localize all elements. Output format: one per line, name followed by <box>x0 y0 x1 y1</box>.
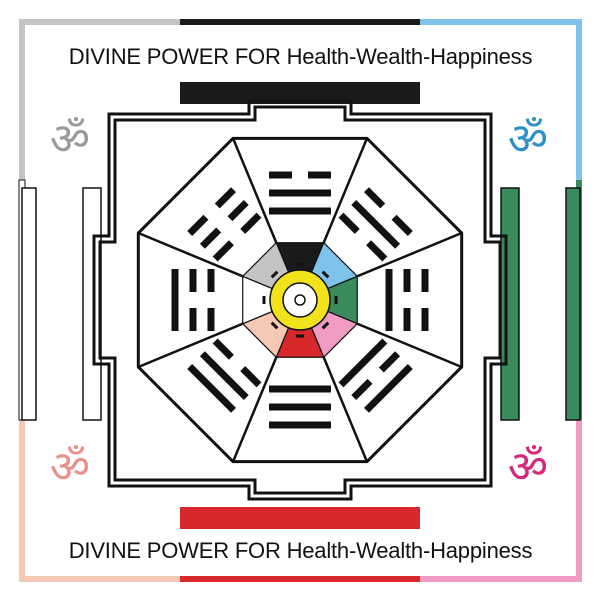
trigram-line-solid <box>269 189 331 197</box>
gate-bar-left-outer <box>21 187 37 421</box>
trigram-line-broken <box>421 269 429 292</box>
hub-mark <box>270 321 279 330</box>
sector-divider <box>137 317 257 369</box>
gate-bar-bottom <box>180 507 420 529</box>
trigram-line-broken <box>308 171 331 179</box>
trigram-line-broken <box>391 214 413 237</box>
trigram-line-broken <box>421 308 429 331</box>
gate-bar-right-outer <box>565 187 581 421</box>
trigram-line-solid <box>269 421 331 429</box>
trigram-top-right <box>338 187 413 262</box>
frame-top <box>180 19 420 25</box>
trigram-group <box>171 171 429 429</box>
sector-divider <box>231 343 283 463</box>
sector-divider <box>231 137 283 257</box>
trigram-bottom-left <box>187 338 262 413</box>
outer-gated-square <box>92 99 508 501</box>
gate-bar-left-inner <box>82 187 102 421</box>
gate-bar-right-inner <box>500 187 520 421</box>
inner-color-octagon <box>241 241 359 359</box>
trigram-line-broken <box>187 214 209 237</box>
hub-mark <box>321 321 330 330</box>
hub-mark <box>334 296 338 304</box>
caption-bottom: DIVINE POWER FOR Health-Wealth-Happiness <box>68 538 533 563</box>
om-symbol-icon-top-right: ॐ <box>507 114 549 165</box>
trigram-line-broken <box>351 378 373 401</box>
center-hub <box>269 269 331 331</box>
trigram-line-solid <box>269 207 331 215</box>
trigram-line-broken <box>189 269 197 292</box>
hub-mark <box>262 296 266 304</box>
hub-mark <box>321 270 330 279</box>
gate-bar-top <box>180 82 420 104</box>
trigram-line-broken <box>207 308 215 331</box>
hub-mark <box>296 262 304 266</box>
gate-bars <box>21 82 581 529</box>
center-dot <box>294 294 306 306</box>
trigram-line-solid <box>199 351 249 401</box>
om-symbol-icon-bottom-right: ॐ <box>507 442 549 493</box>
om-symbol-icon-bottom-left: ॐ <box>49 442 91 493</box>
sector-divider <box>343 317 463 369</box>
hub-mark <box>296 334 304 338</box>
trigram-line-broken <box>403 308 411 331</box>
trigram-bottom <box>269 385 331 429</box>
trigram-top <box>269 171 331 215</box>
trigram-line-broken <box>189 308 197 331</box>
caption-top: DIVINE POWER FOR Health-Wealth-Happiness <box>68 44 533 69</box>
trigram-line-solid <box>338 338 388 388</box>
om-symbol-icon-top-left: ॐ <box>49 114 91 165</box>
sector-divider <box>343 231 463 283</box>
trigram-line-broken <box>240 212 262 234</box>
trigram-line-broken <box>403 269 411 292</box>
sector-divider <box>317 343 369 463</box>
trigram-line-solid <box>351 199 401 249</box>
sector-divider <box>317 137 369 257</box>
trigram-line-broken <box>269 171 292 179</box>
trigram-line-broken <box>227 199 249 222</box>
trigram-line-solid <box>171 269 179 331</box>
hub-mark <box>270 270 279 279</box>
trigram-line-broken <box>214 187 237 209</box>
trigram-line-broken <box>199 227 222 249</box>
trigram-line-broken <box>240 366 262 388</box>
trigram-line-solid <box>187 363 237 413</box>
trigram-line-broken <box>212 240 234 262</box>
trigram-line-broken <box>207 269 215 292</box>
sector-divider <box>137 231 257 283</box>
trigram-right <box>385 269 429 331</box>
trigram-line-broken <box>366 240 388 262</box>
trigram-line-solid <box>269 403 331 411</box>
trigram-line-broken <box>338 212 360 234</box>
trigram-bottom-right <box>338 338 413 413</box>
trigram-left <box>171 269 215 331</box>
trigram-top-left <box>187 187 262 262</box>
frame-bottom <box>180 576 420 582</box>
trigram-line-broken <box>378 351 401 373</box>
trigram-line-broken <box>212 338 234 360</box>
trigram-line-solid <box>363 363 413 413</box>
trigram-line-broken <box>363 187 386 209</box>
trigram-line-solid <box>385 269 393 331</box>
trigram-line-solid <box>269 385 331 393</box>
